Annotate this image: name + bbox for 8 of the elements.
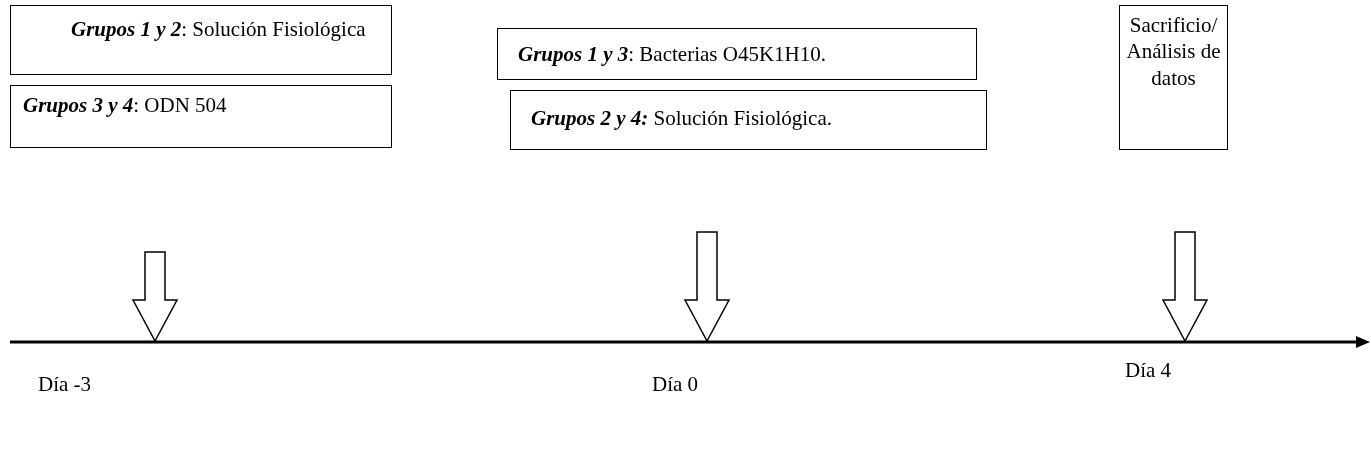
text-box: Grupos 1 y 3: Bacterias O45K1H10. bbox=[497, 28, 977, 80]
text-box: Grupos 1 y 2: Solución Fisiológica bbox=[10, 5, 392, 75]
day-label: Día 0 bbox=[652, 372, 699, 397]
day-label: Día 4 bbox=[1125, 358, 1172, 383]
text-box: Sacrificio/ Análisis de datos bbox=[1119, 5, 1228, 150]
text-box: Grupos 3 y 4: ODN 504 bbox=[10, 85, 392, 148]
text-box: Grupos 2 y 4: Solución Fisiológica. bbox=[510, 90, 987, 150]
day-label: Día -3 bbox=[38, 372, 92, 397]
